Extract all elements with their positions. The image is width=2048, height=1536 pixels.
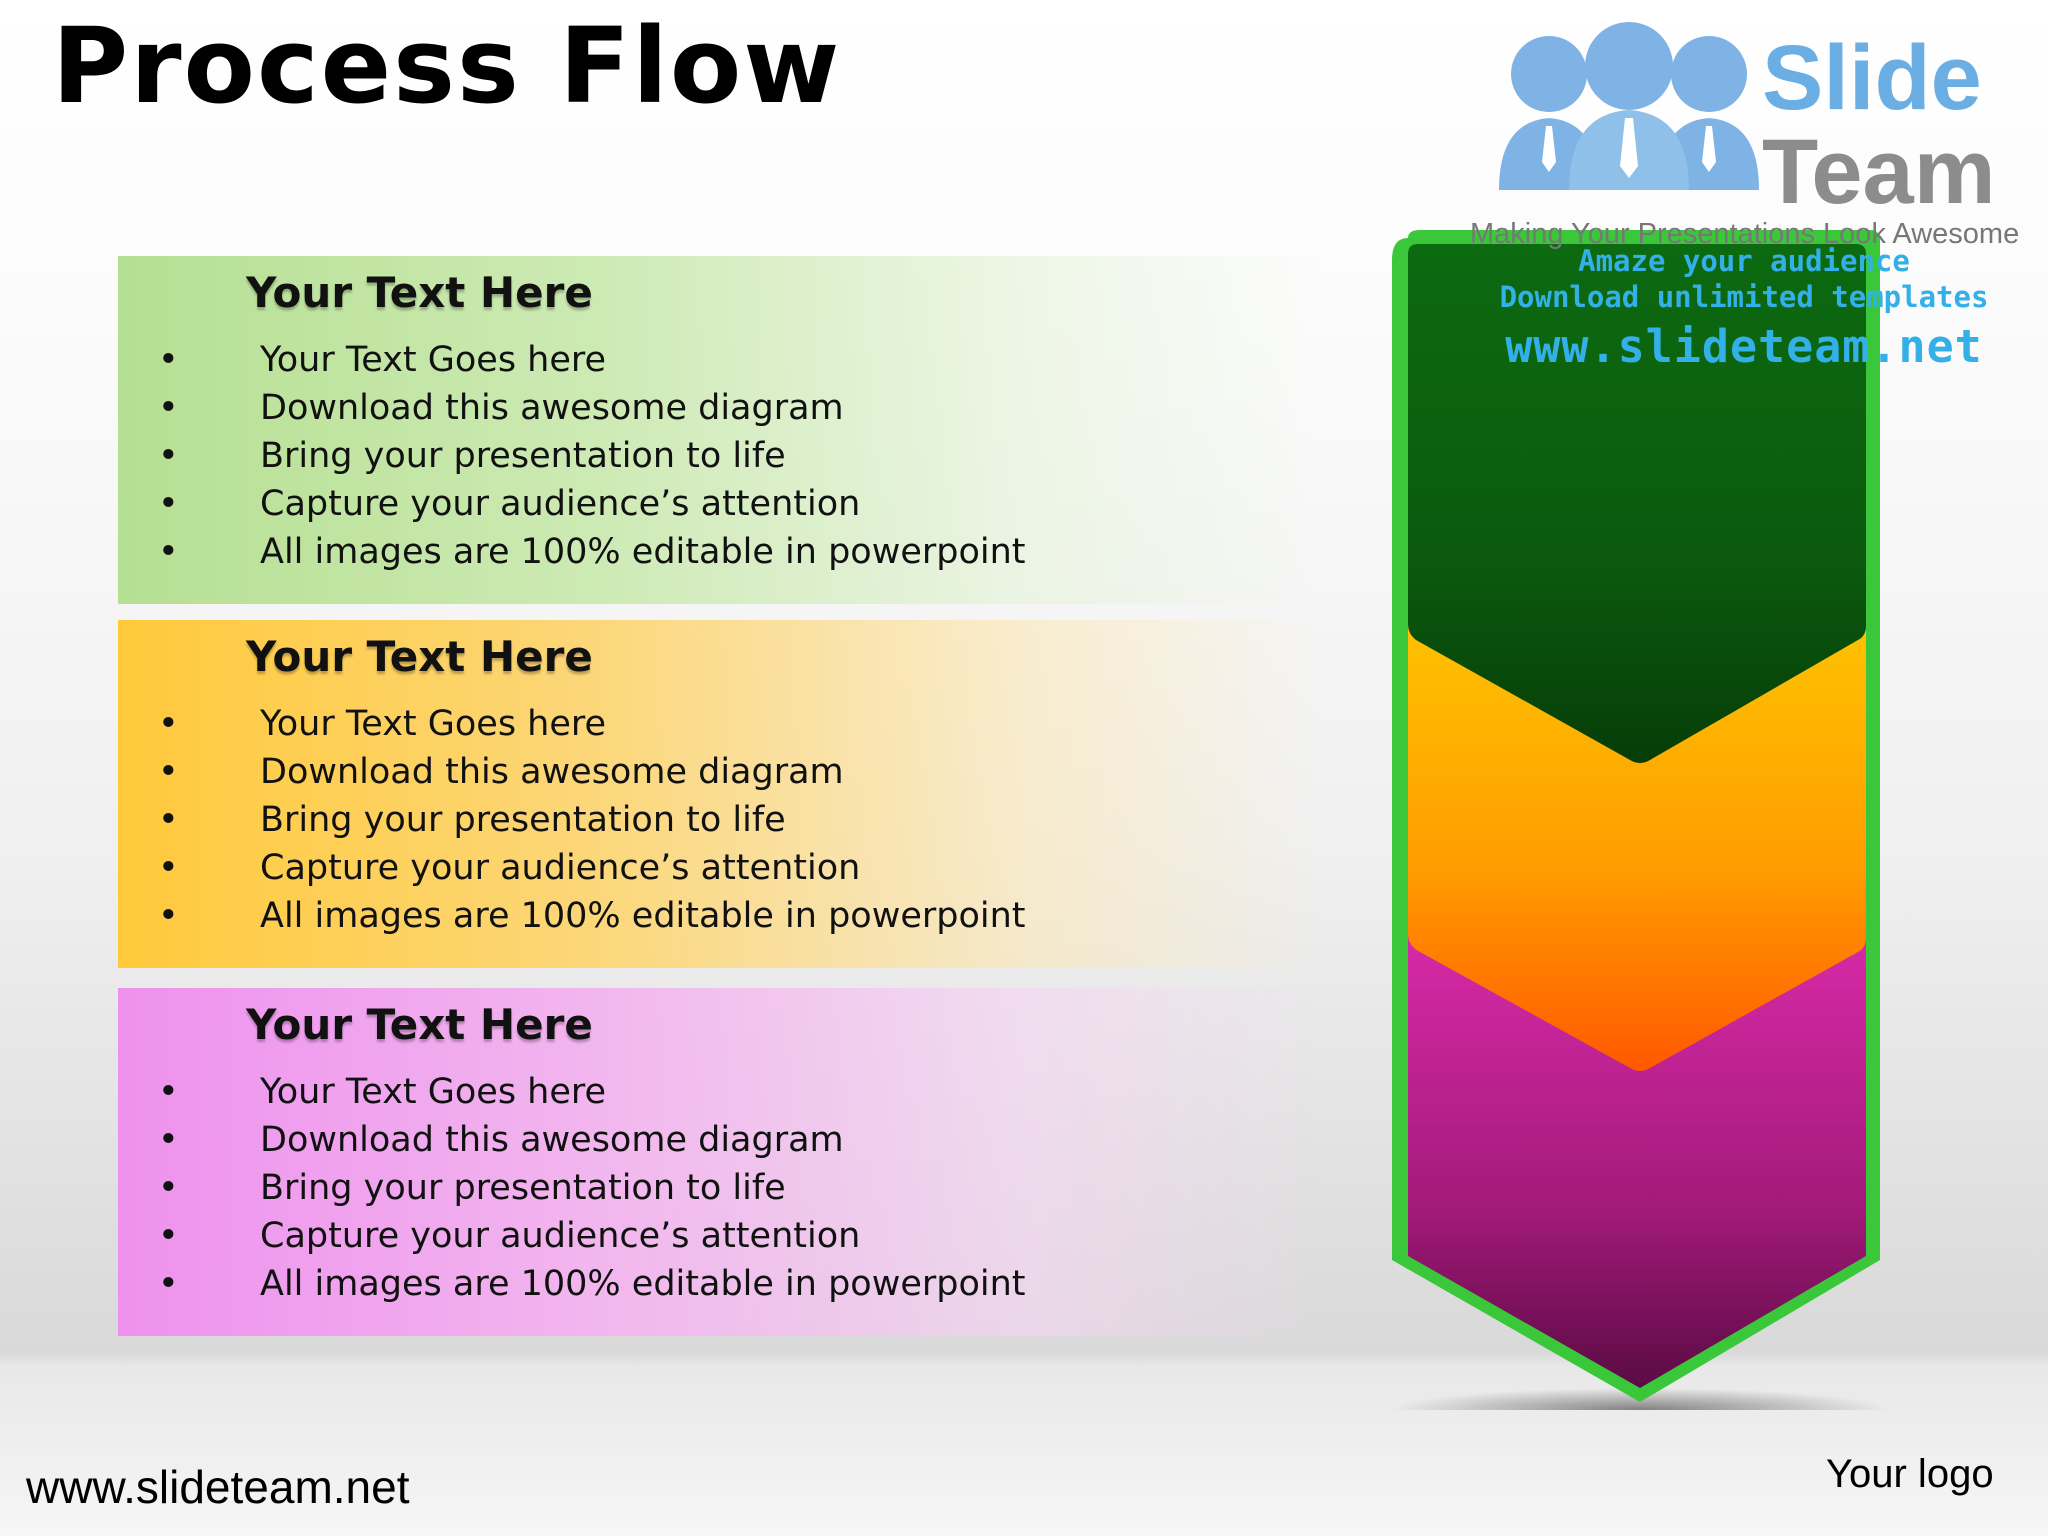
promo-line-1: Amaze your audience (1578, 244, 1910, 278)
bullet-item: Download this awesome diagram (158, 384, 1026, 432)
bullet-list: Your Text Goes here Download this awesom… (158, 700, 1026, 940)
slideteam-logo: Slide Team Making Your Presentations Loo… (1470, 22, 2022, 372)
bullet-item: All images are 100% editable in powerpoi… (158, 892, 1026, 940)
bullet-item: Capture your audience’s attention (158, 1212, 1026, 1260)
bullet-list: Your Text Goes here Download this awesom… (158, 1068, 1026, 1308)
bullet-item: Bring your presentation to life (158, 796, 1026, 844)
bullet-item: Download this awesome diagram (158, 748, 1026, 796)
bullet-item: Your Text Goes here (158, 700, 1026, 748)
bullet-item: Capture your audience’s attention (158, 844, 1026, 892)
panel-heading: Your Text Here (246, 632, 593, 681)
bullet-item: Your Text Goes here (158, 336, 1026, 384)
bullet-item: All images are 100% editable in powerpoi… (158, 528, 1026, 576)
promo-url[interactable]: www.slideteam.net (1505, 320, 1983, 373)
footer-logo-placeholder: Your logo (1826, 1452, 1994, 1496)
promo-line-2: Download unlimited templates (1499, 280, 1989, 314)
bullet-item: Bring your presentation to life (158, 1164, 1026, 1212)
logo-slide-text: Slide (1762, 27, 1982, 129)
bullet-item: Capture your audience’s attention (158, 480, 1026, 528)
panel-heading: Your Text Here (246, 1000, 593, 1049)
slide-title: Process Flow (52, 5, 842, 127)
text-panel-yellow: Your Text Here Your Text Goes here Downl… (118, 620, 1318, 968)
stage-3-magenta (1408, 930, 1866, 1388)
bullet-item: Your Text Goes here (158, 1068, 1026, 1116)
people-icon (1499, 22, 1759, 190)
bullet-item: Download this awesome diagram (158, 1116, 1026, 1164)
footer-url-link[interactable]: www.slideteam.net (26, 1461, 410, 1513)
text-panel-magenta: Your Text Here Your Text Goes here Downl… (118, 988, 1318, 1336)
bullet-item: All images are 100% editable in powerpoi… (158, 1260, 1026, 1308)
stage-2-orange (1408, 620, 1866, 1071)
stage-1-green (1408, 244, 1866, 763)
logo-team-text: Team (1762, 121, 1996, 223)
text-panel-green: Your Text Here Your Text Goes here Downl… (118, 256, 1318, 604)
logo-tagline: Making Your Presentations Look Awesome (1470, 218, 2020, 250)
bullet-item: Bring your presentation to life (158, 432, 1026, 480)
panel-heading: Your Text Here (246, 268, 593, 317)
process-arrow-diagram (1390, 230, 1890, 1410)
bullet-list: Your Text Goes here Download this awesom… (158, 336, 1026, 576)
